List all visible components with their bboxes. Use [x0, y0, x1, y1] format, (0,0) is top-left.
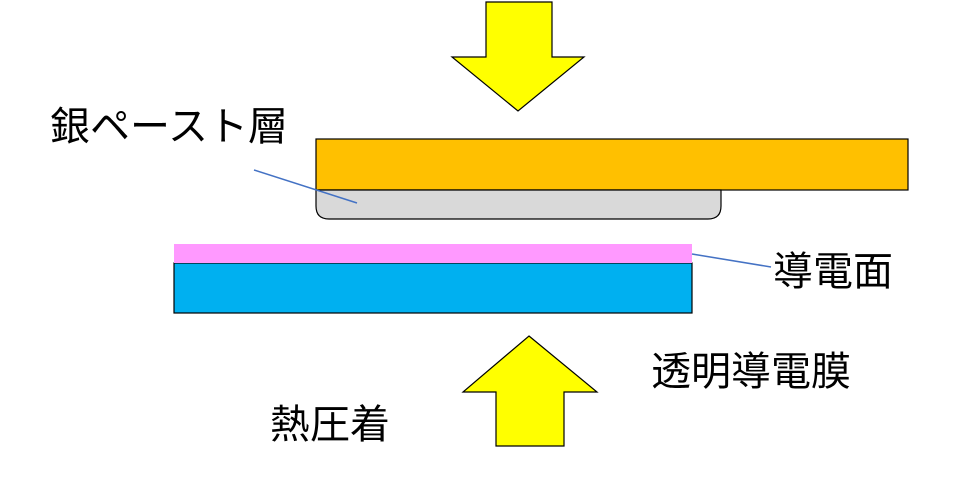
- conductive-surface-layer: [174, 244, 692, 263]
- up-arrow-icon: [461, 335, 599, 447]
- top-substrate: [315, 138, 909, 191]
- silver-paste-layer: [315, 189, 722, 220]
- conductive-surface-label: 導電面: [773, 249, 893, 295]
- thermocompression-label: 熱圧着: [270, 402, 390, 448]
- transparent-conductive-film-label: 透明導電膜: [651, 349, 851, 395]
- conductive-surface-leader-line: [691, 253, 772, 268]
- transparent-conductive-film: [173, 262, 693, 314]
- silver-paste-layer-label: 銀ペースト層: [50, 104, 288, 150]
- silver-paste-leader-line: [253, 169, 358, 204]
- down-arrow-icon: [450, 1, 586, 112]
